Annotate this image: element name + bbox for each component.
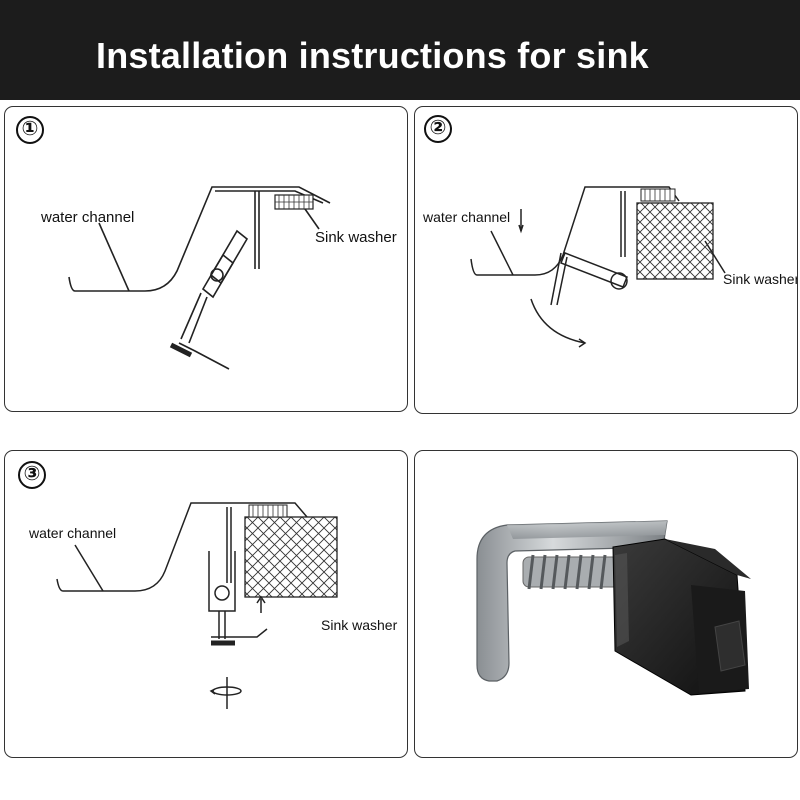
water-channel-label: water channel <box>29 525 117 541</box>
step-number-3: ③ <box>18 461 46 489</box>
step-3-diagram <box>56 502 338 709</box>
sink-washer-block <box>636 202 714 280</box>
sink-washer-label: Sink washer <box>315 229 397 246</box>
water-channel-label: water channel <box>41 209 135 226</box>
sink-clip-photo <box>476 520 751 696</box>
header-bar: Installation instructions for sink <box>0 0 800 100</box>
sink-washer-block <box>244 516 338 598</box>
step-2-diagram <box>470 186 726 348</box>
product-photo-panel <box>414 450 798 758</box>
step-number-1: ① <box>16 116 44 144</box>
step-2-panel: ② water <box>414 106 798 414</box>
sink-washer-label: Sink washer <box>723 271 798 287</box>
step-1-panel: ① water channel Sink <box>4 106 408 412</box>
water-channel-label: water channel <box>423 209 511 225</box>
step-number-2: ② <box>424 115 452 143</box>
page-title: Installation instructions for sink <box>96 35 649 76</box>
step-3-panel: ③ <box>4 450 408 758</box>
sink-washer-label: Sink washer <box>321 617 398 633</box>
step-1-diagram <box>68 186 331 370</box>
